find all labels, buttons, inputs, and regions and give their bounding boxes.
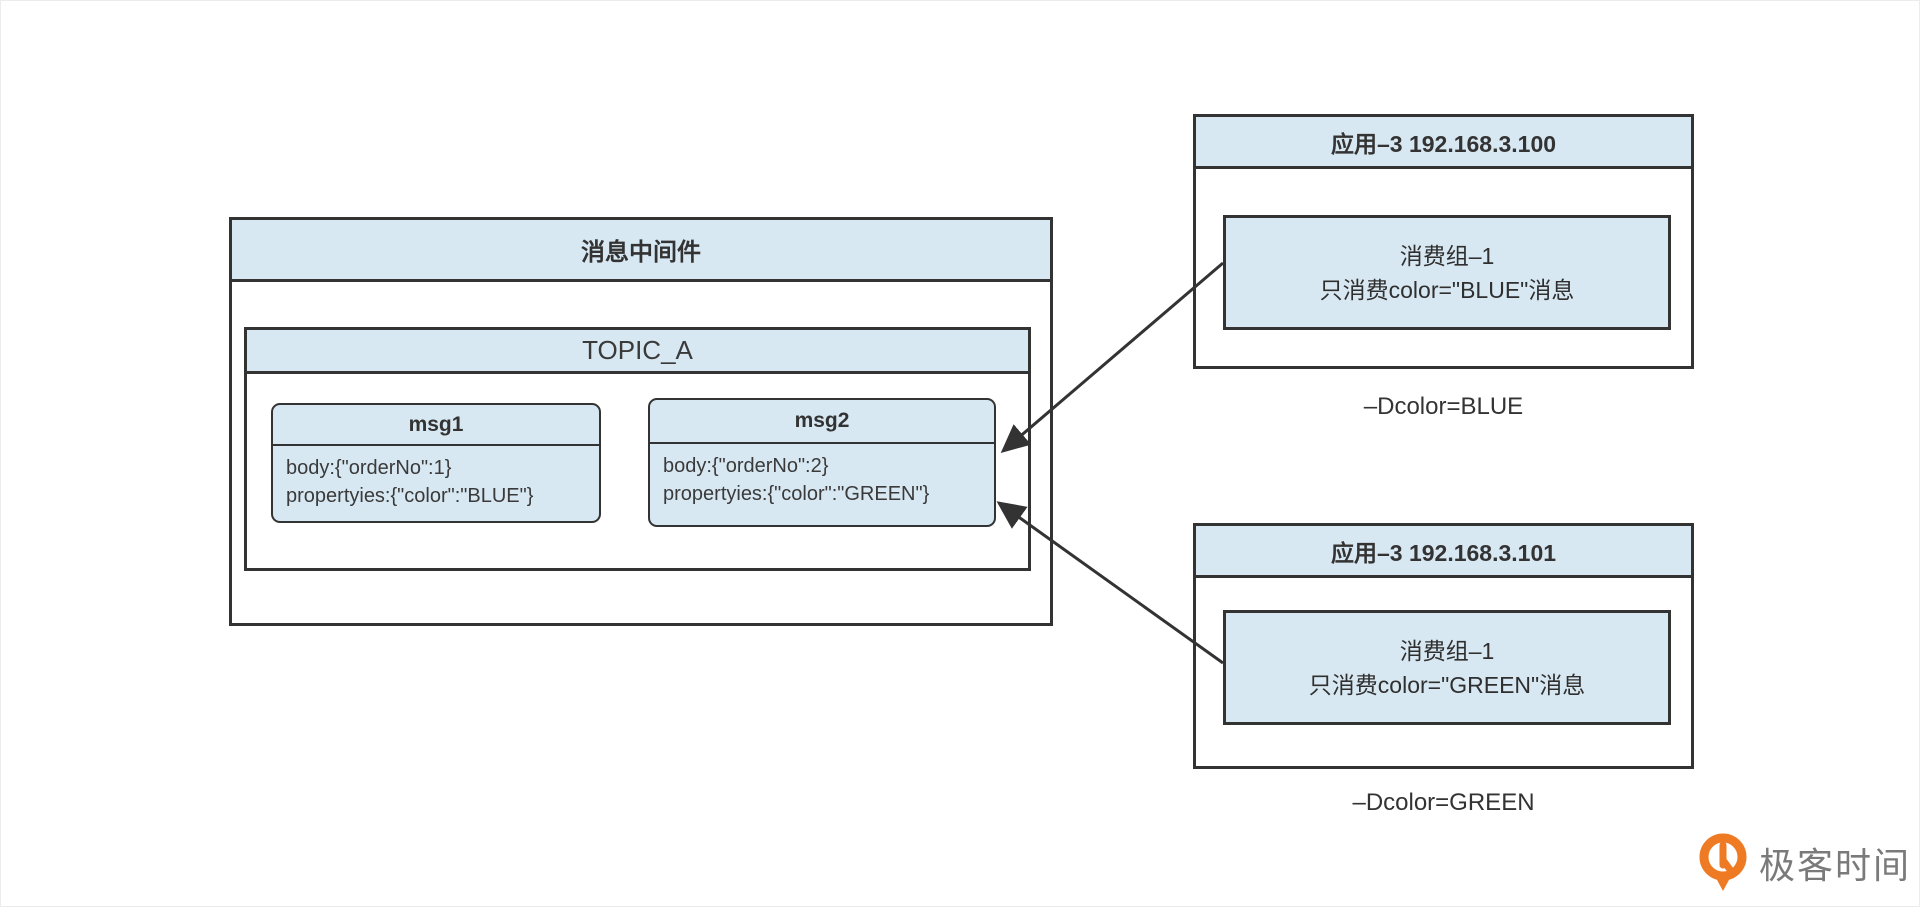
message-box-msg1: msg1 body:{"orderNo":1} propertyies:{"co… [271, 403, 601, 523]
geektime-logo-icon [1699, 833, 1747, 891]
app2-header: 应用–3 192.168.3.101 [1196, 526, 1691, 578]
consumer-group-name: 消费组–1 [1399, 637, 1495, 664]
geektime-logo: 极客时间 [1697, 832, 1911, 894]
app-box-192-168-3-101: 应用–3 192.168.3.101 消费组–1 只消费color="GREEN… [1193, 523, 1694, 769]
consumer-group-box-green: 消费组–1 只消费color="GREEN"消息 [1223, 610, 1671, 725]
message-box-msg2: msg2 body:{"orderNo":2} propertyies:{"co… [648, 398, 996, 527]
message-msg2-properties-line: propertyies:{"color":"GREEN"} [663, 483, 930, 505]
middleware-box: 消息中间件 TOPIC_A msg1 body:{"orderNo":1} pr… [229, 217, 1053, 626]
message-msg2-body-line: body:{"orderNo":2} [663, 455, 829, 477]
consumer-group-box-blue: 消费组–1 只消费color="BLUE"消息 [1223, 215, 1671, 330]
app1-header: 应用–3 192.168.3.100 [1196, 117, 1691, 169]
jvm-flag-green-label: –Dcolor=GREEN [1352, 789, 1535, 816]
consumer-group-filter: 只消费color="GREEN"消息 [1308, 671, 1586, 698]
message-msg1-body: body:{"orderNo":1} propertyies:{"color":… [273, 446, 599, 518]
topic-title: TOPIC_A [582, 335, 693, 365]
app2-title: 应用–3 192.168.3.101 [1330, 539, 1557, 566]
middleware-header: 消息中间件 [232, 220, 1050, 282]
message-msg1-properties-line: propertyies:{"color":"BLUE"} [286, 485, 534, 507]
message-msg2-title: msg2 [650, 400, 994, 444]
consumer-group-name: 消费组–1 [1399, 242, 1495, 269]
consumer-group-filter: 只消费color="BLUE"消息 [1319, 276, 1575, 303]
message-msg2-body: body:{"orderNo":2} propertyies:{"color":… [650, 444, 994, 516]
app1-title: 应用–3 192.168.3.100 [1330, 130, 1557, 157]
topic-header: TOPIC_A [247, 330, 1028, 374]
message-msg1-body-line: body:{"orderNo":1} [286, 457, 452, 479]
geektime-logo-text: 极客时间 [1759, 845, 1912, 886]
middleware-title: 消息中间件 [581, 239, 701, 266]
message-msg1-title: msg1 [273, 405, 599, 446]
jvm-flag-blue-label: –Dcolor=BLUE [1363, 393, 1524, 420]
topic-box: TOPIC_A msg1 body:{"orderNo":1} property… [244, 327, 1031, 571]
app-box-192-168-3-100: 应用–3 192.168.3.100 消费组–1 只消费color="BLUE"… [1193, 114, 1694, 369]
